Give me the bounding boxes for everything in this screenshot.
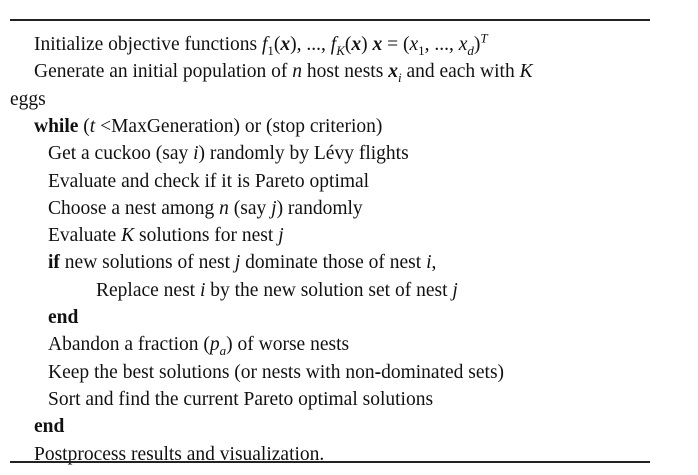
- text: Initialize objective functions: [34, 34, 262, 55]
- algorithm-line: Evaluate K solutions for nest j: [48, 222, 284, 250]
- text: Abandon a fraction (: [48, 334, 210, 356]
- math-symbol: 1: [267, 42, 274, 58]
- text: Postprocess results and visualization.: [34, 443, 325, 465]
- algorithm-line: Get a cuckoo (say i) randomly by Lévy fl…: [48, 140, 409, 168]
- math-symbol: j: [271, 197, 277, 219]
- math-symbol: i: [397, 70, 402, 86]
- math-symbol: j: [234, 252, 241, 274]
- text: (: [78, 115, 90, 137]
- text: Generate an initial population of: [34, 61, 293, 83]
- math-symbol: x: [388, 61, 398, 83]
- math-symbol: K: [121, 225, 135, 247]
- algorithm-line: end: [34, 413, 64, 441]
- math-symbol: x: [351, 34, 362, 55]
- math-symbol: j: [278, 225, 284, 247]
- algorithm-line: Choose a nest among n (say j) randomly: [48, 195, 363, 223]
- math-symbol: i: [426, 252, 432, 274]
- text: Keep the best solutions (or nests with n…: [48, 361, 375, 383]
- text: Replace nest: [96, 279, 200, 301]
- text: dominated sets): [381, 361, 505, 383]
- text: eggs: [10, 88, 46, 110]
- text: Evaluate and check if it is Pareto optim…: [48, 170, 370, 192]
- text: host nests: [302, 61, 389, 83]
- algorithm-line: if new solutions of nest j dominate thos…: [48, 249, 436, 277]
- text: (: [344, 34, 352, 55]
- math-symbol: a: [219, 343, 227, 359]
- math-symbol: f: [261, 34, 268, 55]
- text: ) randomly: [276, 197, 363, 219]
- math-symbol: T: [480, 30, 488, 46]
- math-symbol: n: [292, 61, 303, 83]
- math-symbol: x: [372, 34, 383, 55]
- keyword: -: [374, 361, 382, 383]
- algorithm-line: Sort and find the current Pareto optimal…: [48, 386, 433, 414]
- algorithm-line: Keep the best solutions (or nests with n…: [48, 359, 504, 387]
- text: (: [273, 34, 281, 55]
- text: (say: [228, 197, 272, 219]
- math-symbol: d: [467, 42, 474, 58]
- text: ): [473, 34, 481, 55]
- top-rule: [10, 19, 650, 21]
- text: solutions for nest: [134, 225, 279, 247]
- math-symbol: i: [199, 279, 206, 301]
- text: <MaxGeneration) or (stop criterion): [95, 115, 383, 137]
- text: dominate those of nest: [240, 252, 427, 274]
- text: Evaluate: [48, 225, 122, 247]
- text: ) randomly by Lévy flights: [198, 143, 409, 165]
- math-symbol: i: [193, 143, 199, 165]
- math-symbol: x: [409, 34, 419, 55]
- text: Choose a nest among: [48, 197, 220, 219]
- text: Get a cuckoo (say: [48, 143, 194, 165]
- keyword: if: [48, 252, 60, 274]
- text: new solutions of nest: [59, 252, 235, 274]
- math-symbol: 1: [418, 42, 425, 58]
- algorithm-line: eggs: [10, 86, 46, 114]
- algorithm-line: Evaluate and check if it is Pareto optim…: [48, 168, 369, 196]
- math-symbol: K: [519, 61, 533, 83]
- algorithm-line: while (t <MaxGeneration) or (stop criter…: [34, 113, 382, 141]
- text: ), ...,: [290, 34, 331, 55]
- text: , ...,: [424, 34, 459, 55]
- text: ): [361, 34, 373, 55]
- keyword: while: [34, 115, 79, 137]
- bottom-rule: [10, 461, 650, 463]
- algorithm-line: end: [48, 304, 78, 332]
- text: = (: [382, 34, 410, 55]
- algorithm-line: Initialize objective functions f1(x), ..…: [34, 31, 488, 59]
- keyword: end: [34, 416, 65, 438]
- keyword: end: [48, 307, 79, 328]
- algorithm-line: Generate an initial population of n host…: [34, 58, 533, 86]
- math-symbol: n: [219, 197, 229, 219]
- math-symbol: x: [458, 34, 468, 55]
- math-symbol: t: [89, 115, 96, 137]
- text: ,: [431, 252, 437, 274]
- algorithm-line: Postprocess results and visualization.: [34, 441, 324, 469]
- text: Sort and find the current Pareto optimal…: [48, 388, 434, 410]
- text: and each with: [401, 61, 520, 83]
- algorithm-line: Abandon a fraction (pa) of worse nests: [48, 331, 349, 359]
- math-symbol: p: [209, 334, 220, 356]
- math-symbol: j: [452, 279, 458, 301]
- text: ) of worse nests: [226, 334, 350, 356]
- text: by the new solution set of nest: [205, 279, 453, 301]
- algorithm-line: Replace nest i by the new solution set o…: [96, 277, 458, 305]
- math-symbol: f: [330, 34, 337, 55]
- math-symbol: x: [280, 34, 291, 55]
- math-symbol: K: [336, 42, 345, 58]
